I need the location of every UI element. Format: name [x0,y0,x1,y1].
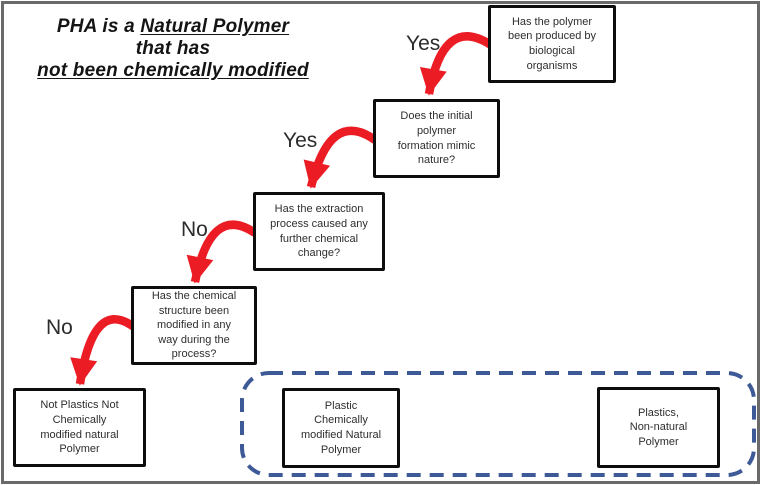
diagram-title: PHA is a Natural Polymer that has not be… [8,16,338,82]
edge-label-yes-2: Yes [283,129,318,152]
title-line1-plain: PHA is a [56,16,135,37]
node-q-formation-mimics-nature: Does the initial polymer formation mimic… [373,99,500,178]
edge-label-no-1: No [181,218,208,241]
node-q-extraction-chemical-change: Has the extraction process caused any fu… [253,192,385,271]
edge-label-yes-1: Yes [406,32,441,55]
title-line-2: that has [8,38,338,60]
edge-label-no-2: No [46,316,73,339]
title-line2-text: that has [135,38,211,59]
arrow-yes-q2-to-q3 [303,126,378,189]
node-q-structure-modified-during-process: Has the chemical structure been modified… [131,286,257,365]
title-line-1: PHA is a Natural Polymer [8,16,338,38]
arrow-no-q4-to-outcome [70,315,137,386]
node-outcome-not-plastics-natural-polymer: Not Plastics Not Chemically modified nat… [13,388,146,467]
node-outcome-plastic-chemically-modified: Plastic Chemically modified Natural Poly… [282,388,400,468]
node-q-produced-by-biological-organisms: Has the polymer been produced by biologi… [488,5,616,83]
title-line-3: not been chemically modified [8,60,338,82]
title-line1-underlined: Natural Polymer [140,16,290,37]
title-line3-underlined: not been chemically modified [37,60,309,81]
node-outcome-plastics-non-natural: Plastics, Non-natural Polymer [597,387,720,468]
